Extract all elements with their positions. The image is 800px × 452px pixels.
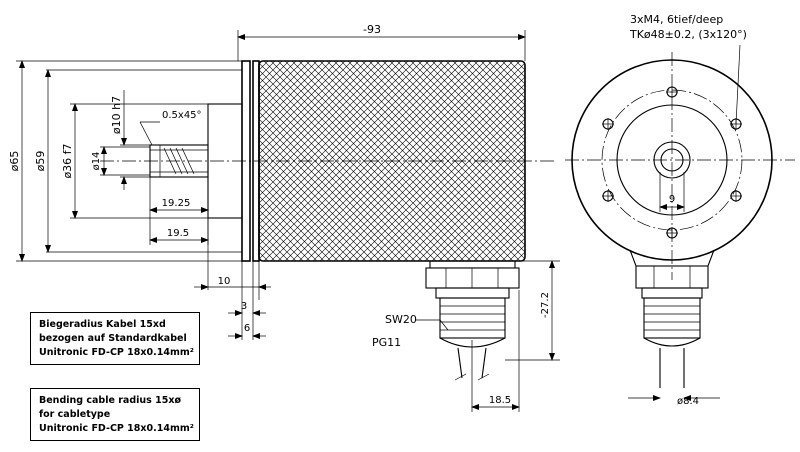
dim-chamfer: 0.5x45° <box>162 110 202 121</box>
front-hub-circle <box>653 141 691 179</box>
note-box-english: Bending cable radius 15xø for cabletype … <box>30 388 200 441</box>
front-inner-circle <box>616 104 728 216</box>
note-de-line1: Biegeradius Kabel 15xd <box>39 319 166 330</box>
encoder-body <box>258 60 526 262</box>
side-cable-gland <box>425 260 520 381</box>
dim-length-total: -93 <box>363 23 381 36</box>
dim-gland-185: 18.5 <box>489 395 511 406</box>
front-outer-circle <box>571 59 773 261</box>
label-hole-spec-1: 3xM4, 6tief/deep <box>630 13 723 26</box>
dim-shaft-195: 19.5 <box>167 228 189 239</box>
dim-dia-65: ø65 <box>8 151 21 172</box>
dim-flange-3: 3 <box>241 301 247 312</box>
dim-dia-10: ø10 h7 <box>110 96 123 134</box>
flange-front <box>241 60 251 262</box>
front-cable-gland <box>629 249 715 388</box>
front-view: 3xM4, 6tief/deep TKø48±0.2, (3x120°) 9 ø… <box>565 13 795 407</box>
dim-dia-14: ø14 <box>91 152 102 171</box>
dim-bore-9: 9 <box>669 194 675 205</box>
note-box-german: Biegeradius Kabel 15xd bezogen auf Stand… <box>30 312 200 365</box>
dim-dia-36: ø36 f7 <box>61 143 74 178</box>
dim-shaft-1925: 19.25 <box>162 198 191 209</box>
label-pg11: PG11 <box>372 336 401 349</box>
note-en-line1: Bending cable radius 15xø <box>39 395 181 406</box>
dim-cable-272: -27.2 <box>540 292 551 318</box>
dim-cable-84: ø8.4 <box>677 396 699 407</box>
note-de-line3: Unitronic FD-CP 18x0.14mm² <box>39 347 194 358</box>
dim-dia-59: ø59 <box>34 151 47 172</box>
dim-flange-6: 6 <box>244 323 250 334</box>
label-hole-spec-2: TKø48±0.2, (3x120°) <box>629 28 747 41</box>
label-sw20: SW20 <box>385 313 417 326</box>
front-shaft-circle <box>660 148 684 172</box>
note-de-line2: bezogen auf Standardkabel <box>39 333 187 344</box>
side-view: -93 ø65 ø59 ø36 f7 ø10 h7 ø14 0.5x45° <box>8 23 560 412</box>
dim-flange-10: 10 <box>218 276 231 287</box>
note-en-line3: Unitronic FD-CP 18x0.14mm² <box>39 423 194 434</box>
note-en-line2: for cabletype <box>39 409 111 420</box>
